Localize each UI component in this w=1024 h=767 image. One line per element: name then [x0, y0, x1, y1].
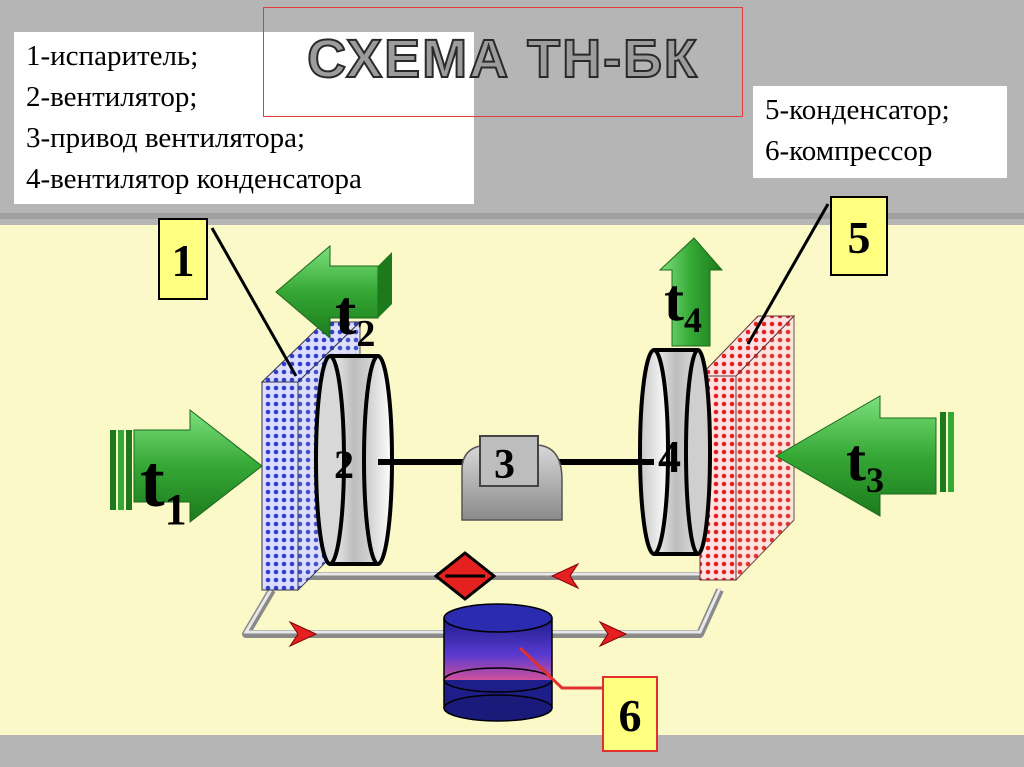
- expansion-valve-icon: [433, 551, 497, 601]
- flow-arrow-bottom-left: [288, 620, 318, 648]
- legend-item-condenser: 5-конденсатор;: [765, 94, 950, 126]
- airflow-arrow-t2: [275, 244, 392, 340]
- temp-label-t4: t4: [664, 267, 702, 340]
- callout-line-5: [746, 203, 830, 345]
- drive-3-label: 3: [494, 442, 515, 488]
- callout-line-6: [518, 646, 602, 690]
- temp-label-t1: t1: [140, 441, 187, 534]
- callout-box-5: 5: [830, 196, 888, 276]
- callout-box-6: 6: [602, 676, 658, 752]
- legend-right: 5-конденсатор; 6-компрессор: [753, 86, 1007, 178]
- legend-item-condenser-fan: 4-вентилятор конденсатора: [26, 163, 362, 195]
- title-frame: [263, 7, 743, 117]
- background-bottom: [0, 735, 1024, 767]
- temp-label-t2: t2: [335, 277, 375, 355]
- fan-4: [638, 348, 712, 556]
- flow-arrow-bottom-right: [598, 620, 628, 648]
- airflow-arrow-t1: [110, 408, 263, 524]
- fan-drive-3: [461, 435, 563, 521]
- legend-left: 1-испаритель; 2-вентилятор; 3-привод вен…: [14, 32, 474, 204]
- legend-item-evaporator: 1-испаритель;: [26, 40, 199, 72]
- airflow-arrow-t3: [774, 395, 954, 517]
- compressor-6: [443, 603, 553, 722]
- fan-2-label: 2: [334, 442, 354, 487]
- legend-item-compressor: 6-компрессор: [765, 135, 933, 167]
- airflow-arrow-t4: [658, 237, 724, 347]
- callout-line-1: [210, 227, 298, 377]
- fan-4-label: 4: [658, 431, 681, 482]
- page-title: СХЕМА ТН-БК: [306, 28, 699, 90]
- background-stripe: [0, 213, 1024, 219]
- condenser: [698, 314, 796, 582]
- callout-box-1: 1: [158, 218, 208, 300]
- temp-label-t3: t3: [846, 427, 884, 500]
- flow-arrow-top: [550, 562, 580, 590]
- legend-item-fan: 2-вентилятор;: [26, 81, 198, 113]
- legend-item-fan-drive: 3-привод вентилятора;: [26, 122, 305, 154]
